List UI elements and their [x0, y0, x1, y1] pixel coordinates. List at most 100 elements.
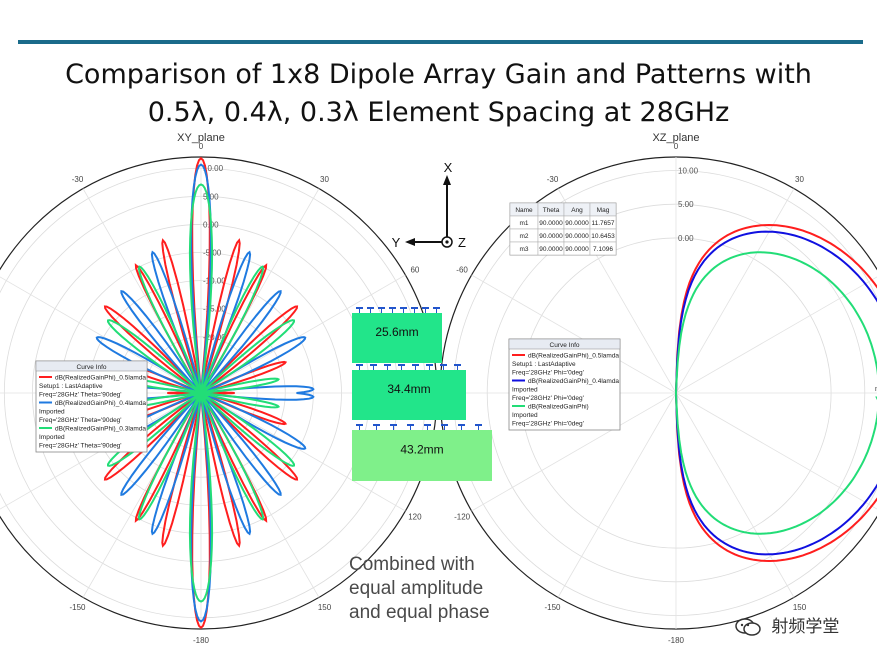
xz-angle-tick-label: -120: [454, 513, 471, 522]
xy-radial-tick-label: 10.00: [203, 164, 224, 173]
xy-angle-tick-label: 60: [410, 266, 419, 275]
xz-legend-series-name: dB(RealizedGainPhi)_0.5lamda: [528, 353, 619, 360]
xz-grid-spoke: [471, 274, 677, 394]
xy-grid-spoke: [0, 276, 202, 394]
xz-grid-spoke: [557, 392, 677, 598]
xy-angle-tick-label: 30: [320, 175, 329, 184]
xz-marker-table-cell: 90.0000: [539, 233, 563, 240]
xz-legend-header-bg: [508, 338, 621, 350]
spacing-array-substrate: [352, 370, 466, 420]
xy-legend-series-name: dB(RealizedGainPhi)_0.4lamda: [55, 400, 146, 407]
xy-angle-tick-label: 120: [408, 513, 422, 522]
xz-marker-table-cell: 90.0000: [565, 233, 589, 240]
xz-grid-spoke: [675, 392, 795, 598]
spacing-label: 25.6mm: [375, 325, 418, 339]
xz-marker-table-header: Name: [515, 207, 533, 214]
xz-angle-tick-label: -30: [547, 175, 559, 184]
spacing-label: 34.4mm: [387, 382, 430, 396]
x-axis-arrowhead: [443, 175, 451, 185]
xz-grid-spoke: [471, 392, 677, 512]
spacing-array-substrate: [352, 430, 492, 481]
coordinate-axes-symbol: X Y Z: [392, 160, 466, 250]
xz-marker-table-cell: 90.0000: [565, 246, 589, 253]
xz-grid-spoke: [675, 188, 795, 394]
slide-title-line-2: 0.5λ, 0.4λ, 0.3λ Element Spacing at 28GH…: [147, 97, 730, 128]
xy-radial-tick-label: -20.00: [203, 333, 226, 342]
xz-marker-table-cell: 90.0000: [539, 220, 563, 227]
xy-radial-tick-label: 5.00: [203, 192, 219, 201]
xy-grid-spoke: [200, 274, 406, 394]
x-axis-letter: X: [444, 160, 453, 175]
xz-legend-detail: Freq='28GHz' Phi='0deg': [512, 395, 584, 402]
xz-polar-chart: 0306090120150-180-150-120-90-60-3010.005…: [423, 132, 877, 645]
xz-angle-tick-label: 150: [793, 603, 807, 612]
combination-note-line-1: Combined with: [349, 554, 475, 575]
combination-note-line-3: and equal phase: [349, 602, 490, 623]
xz-radial-tick-label: 5.00: [678, 200, 694, 209]
xz-radial-tick-label: 0.00: [678, 234, 694, 243]
spacing-array-substrate: [352, 313, 442, 363]
xz-radial-tick-label: 10.00: [678, 166, 699, 175]
xz-marker-table-cell: m3: [519, 246, 528, 253]
xz-legend-series-name: dB(RealizedGainPhi)_0.4lamda: [528, 378, 619, 385]
xy-angle-tick-label: 0: [199, 142, 204, 151]
xy-legend-detail: Freq='28GHz' Theta='90deg': [39, 417, 122, 424]
y-axis-letter: Y: [392, 235, 401, 250]
xz-marker-table-cell-bg: [589, 241, 617, 256]
xz-title: XZ_plane: [652, 132, 699, 144]
xy-legend: Curve InfodB(RealizedGainPhi)_0.5lamdaSe…: [35, 360, 148, 453]
watermark: 射频学堂: [734, 612, 839, 637]
z-axis-dot: [445, 240, 449, 244]
xz-marker-label: m3: [875, 386, 877, 393]
xy-radial-tick-label: -15.00: [203, 305, 226, 314]
xz-marker-table-cell: 7.1096: [593, 246, 613, 253]
xy-grid-spoke: [200, 392, 406, 512]
xz-marker-table-header: Mag: [597, 207, 610, 214]
combination-note-line-2: equal amplitude: [349, 578, 484, 599]
xz-marker-table-cell: m1: [519, 220, 528, 227]
title-divider-bar: [18, 40, 863, 44]
combination-note: Combined with equal amplitude and equal …: [349, 553, 490, 625]
xy-legend-series-name: dB(RealizedGainPhi)_0.3lamda: [55, 426, 146, 433]
xy-legend-header-bg: [35, 360, 148, 372]
slide-title: Comparison of 1x8 Dipole Array Gain and …: [0, 56, 877, 132]
y-axis-arrowhead: [405, 238, 415, 246]
xz-angle-tick-label: 0: [674, 142, 679, 151]
xz-grid-spoke: [675, 392, 877, 510]
xz-legend-frame: [508, 338, 621, 431]
xy-title: XY_plane: [177, 132, 225, 144]
xy-angle-tick-label: -30: [72, 175, 84, 184]
xy-series-line-0: [103, 156, 299, 630]
xz-legend-series-name: dB(RealizedGainPhi): [528, 404, 589, 411]
xz-series-line-1: [675, 230, 877, 556]
xz-legend: Curve InfodB(RealizedGainPhi)_0.5lamdaSe…: [508, 338, 621, 431]
xz-marker-table-header: Theta: [543, 207, 560, 214]
watermark-text: 射频学堂: [771, 617, 840, 637]
xz-legend-detail: Freq='28GHz' Phi='0deg': [512, 370, 584, 377]
xy-legend-series-name: dB(RealizedGainPhi)_0.5lamda: [55, 375, 146, 382]
xz-legend-detail: Freq='28GHz' Phi='0deg': [512, 421, 584, 428]
slide-title-line-1: Comparison of 1x8 Dipole Array Gain and …: [65, 59, 812, 90]
xz-legend-detail: Imported: [512, 387, 538, 394]
xz-angle-tick-label: 30: [795, 175, 804, 184]
xy-legend-detail: Imported: [39, 409, 65, 416]
xz-angle-tick-label: -60: [456, 266, 468, 275]
xy-angle-tick-label: -150: [69, 603, 86, 612]
xz-marker-table-cell: m2: [519, 233, 528, 240]
wechat-icon: [734, 617, 767, 637]
z-axis-letter: Z: [458, 235, 466, 250]
spacing-array-2: 34.4mm: [352, 364, 466, 420]
xz-marker-table-cell: 90.0000: [539, 246, 563, 253]
xy-legend-detail: Freq='28GHz' Theta='90deg': [39, 443, 122, 450]
xy-angle-tick-label: -180: [193, 636, 210, 645]
xz-legend-title: Curve Info: [550, 342, 580, 349]
xz-grid-spoke: [675, 276, 877, 394]
xz-series-line-2: [675, 251, 877, 535]
xz-legend-detail: Imported: [512, 412, 538, 419]
xz-marker-table-header: Ang: [571, 207, 583, 214]
spacing-array-3: 43.2mm: [352, 424, 492, 481]
xy-radial-tick-label: -10.00: [203, 277, 226, 286]
xy-legend-detail: Imported: [39, 434, 65, 441]
